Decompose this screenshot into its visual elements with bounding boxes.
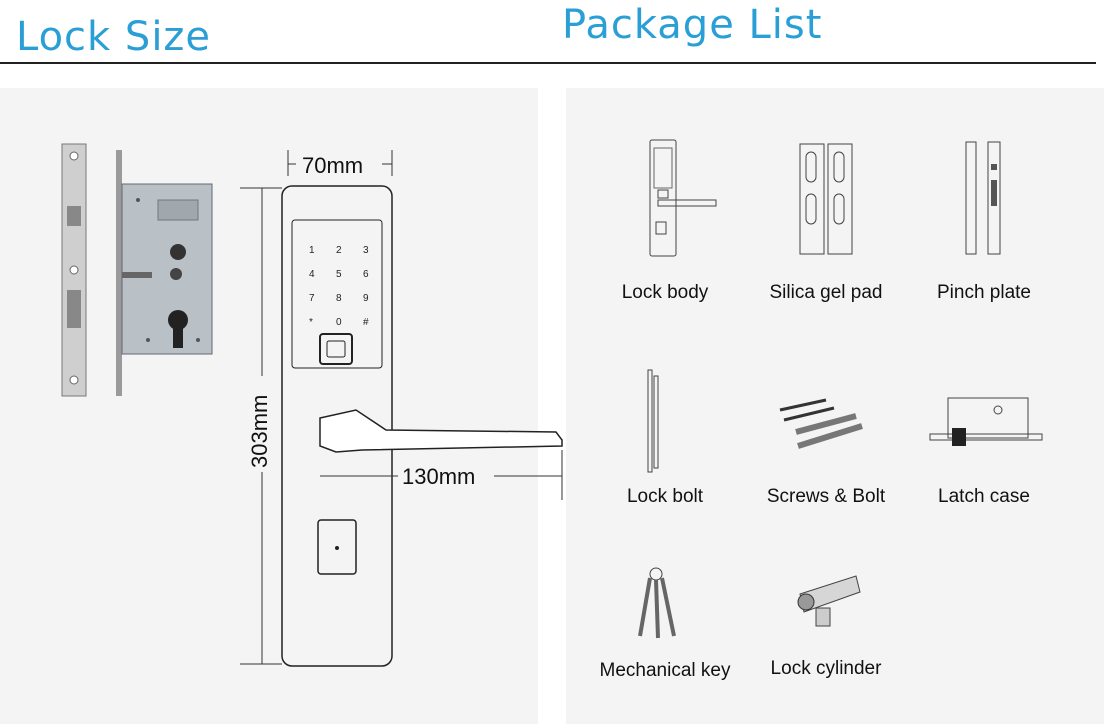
keypad-key: 0	[336, 317, 342, 328]
keypad-key: 4	[309, 269, 315, 280]
mechanical-key-icon	[638, 567, 676, 639]
package-list-title: Package List	[562, 2, 823, 48]
keypad-key: 6	[363, 269, 369, 280]
pinch-plate-icon	[965, 141, 1001, 255]
handle-dimension: 130mm	[402, 464, 476, 489]
keypad-key: 9	[363, 293, 369, 304]
keypad-key: #	[363, 317, 369, 328]
lock-cylinder-icon	[797, 575, 861, 627]
lock-dimension-drawing	[240, 150, 563, 667]
item-label: Mechanical key	[599, 660, 731, 681]
item-label: Lock body	[621, 282, 709, 303]
item-label: Screws & Bolt	[766, 486, 886, 507]
keypad-key: 8	[336, 293, 342, 304]
item-label: Silica gel pad	[769, 282, 883, 303]
keypad-key: 7	[309, 293, 315, 304]
keypad-key: 3	[363, 245, 369, 256]
latch-case-icon	[929, 397, 1043, 446]
keypad-key: 5	[336, 269, 342, 280]
item-label: Pinch plate	[936, 282, 1032, 303]
keypad-key: *	[309, 317, 313, 328]
height-dimension: 303mm	[247, 394, 272, 468]
width-dimension: 70mm	[302, 153, 364, 178]
silica-gel-pad-icon	[799, 143, 853, 255]
lock-body-icon	[649, 139, 717, 257]
lock-size-panel	[0, 88, 538, 724]
lock-bolt-icon	[647, 369, 659, 473]
item-label: Lock cylinder	[770, 658, 882, 679]
screws-bolt-icon	[779, 398, 863, 449]
item-label: Latch case	[938, 486, 1030, 507]
item-label: Lock bolt	[626, 486, 704, 507]
lock-size-title: Lock Size	[16, 14, 212, 60]
keypad-key: 1	[309, 245, 315, 256]
header-divider	[0, 62, 1096, 64]
mortise-lock-icon	[61, 143, 213, 397]
keypad-key: 2	[336, 245, 342, 256]
